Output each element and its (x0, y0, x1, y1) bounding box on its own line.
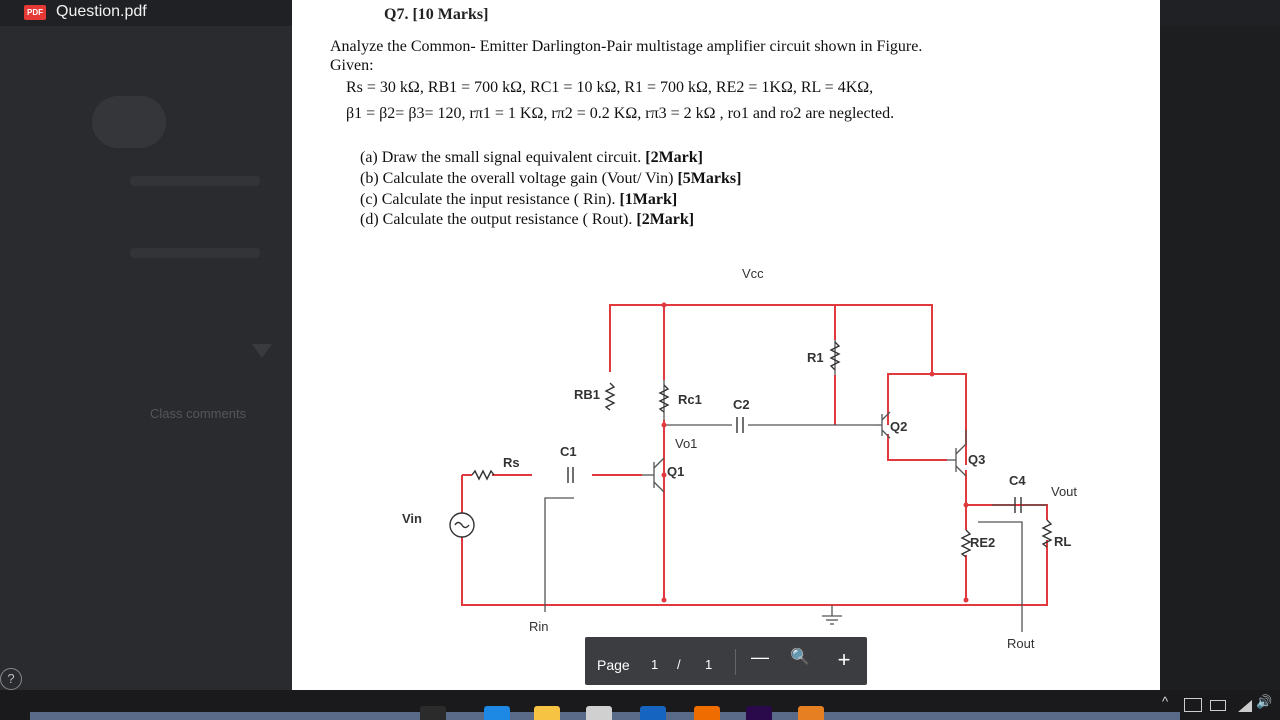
toolbar-divider (735, 649, 736, 675)
ghost-text-line (130, 248, 260, 258)
question-part-c: (c) Calculate the input resistance ( Rin… (360, 191, 678, 208)
page-toolbar: Page 1 / 1 — 🔍 + (585, 637, 867, 685)
circuit-junctions (661, 302, 969, 603)
label-re2: RE2 (970, 535, 995, 550)
left-panel: Class comments (0, 26, 292, 706)
store-icon[interactable] (586, 706, 612, 720)
label-c2: C2 (733, 397, 750, 412)
pdf-file-icon: PDF (24, 5, 46, 20)
question-part-a: (a) Draw the small signal equivalent cir… (360, 149, 703, 166)
given-label: Given: (330, 57, 374, 74)
document-title: Question.pdf (56, 3, 147, 20)
label-rin: Rin (529, 619, 549, 634)
given-values-line-1: Rs = 30 kΩ, RB1 = 700 kΩ, RC1 = 10 kΩ, R… (346, 79, 874, 96)
label-q1: Q1 (667, 464, 684, 479)
label-r1: R1 (807, 350, 824, 365)
circuit-dark-wires (544, 340, 1047, 632)
mail-icon[interactable] (640, 706, 666, 720)
label-vcc: Vcc (742, 266, 764, 281)
question-part-d: (d) Calculate the output resistance ( Ro… (360, 211, 695, 228)
tray-speaker-icon[interactable]: 🔊 (1256, 694, 1273, 709)
circuit-labels: Vcc R1 RB1 Rc1 C2 Q2 Vo1 C1 Rs Q1 Q3 C4 … (402, 266, 1077, 651)
premiere-pro-icon[interactable] (746, 706, 772, 720)
media-app-icon[interactable] (694, 706, 720, 720)
tray-chevron-icon[interactable]: ^ (1162, 694, 1169, 709)
question-part-b: (b) Calculate the overall voltage gain (… (360, 170, 742, 187)
circuit-components (449, 341, 1053, 558)
tray-network-icon[interactable] (1184, 698, 1202, 712)
label-vout: Vout (1051, 484, 1077, 499)
amplifier-circuit-diagram: Vcc R1 RB1 Rc1 C2 Q2 Vo1 C1 Rs Q1 Q3 C4 … (402, 266, 1077, 651)
label-rb1: RB1 (574, 387, 600, 402)
firefox-icon[interactable] (798, 706, 824, 720)
label-q2: Q2 (890, 419, 907, 434)
label-rc1: Rc1 (678, 392, 702, 407)
edge-browser-icon[interactable] (484, 706, 510, 720)
current-page[interactable]: 1 (651, 657, 659, 672)
collapse-arrow-icon[interactable] (252, 344, 272, 358)
label-c4: C4 (1009, 473, 1026, 488)
tray-battery-icon[interactable] (1210, 700, 1226, 711)
label-rout: Rout (1007, 636, 1035, 651)
page-separator: / (677, 657, 681, 672)
total-pages: 1 (705, 657, 713, 672)
pdf-page: Q7. [10 Marks] Analyze the Common- Emitt… (292, 0, 1160, 690)
zoom-in-button[interactable]: + (837, 647, 851, 672)
label-vo1: Vo1 (675, 436, 697, 451)
ghost-text-line (130, 176, 260, 186)
question-intro: Analyze the Common- Emitter Darlington-P… (330, 38, 923, 55)
label-rs: Rs (503, 455, 520, 470)
tray-wifi-icon[interactable] (1238, 700, 1252, 712)
page-label: Page (597, 657, 630, 673)
question-title: Q7. [10 Marks] (384, 6, 489, 23)
file-explorer-icon[interactable] (534, 706, 560, 720)
zoom-icon[interactable]: 🔍 (790, 649, 810, 666)
taskbar-app-icon[interactable] (420, 706, 446, 720)
avatar (92, 96, 166, 148)
class-comments-label[interactable]: Class comments (150, 406, 247, 421)
zoom-out-button[interactable]: — (751, 647, 769, 667)
help-icon[interactable]: ? (0, 668, 22, 690)
label-c1: C1 (560, 444, 577, 459)
label-rl: RL (1054, 534, 1071, 549)
label-vin: Vin (402, 511, 422, 526)
viewer-background (1160, 26, 1280, 690)
given-values-line-2: β1 = β2= β3= 120, rπ1 = 1 KΩ, rπ2 = 0.2 … (346, 105, 895, 122)
circuit-wires (461, 304, 1048, 606)
label-q3: Q3 (968, 452, 985, 467)
